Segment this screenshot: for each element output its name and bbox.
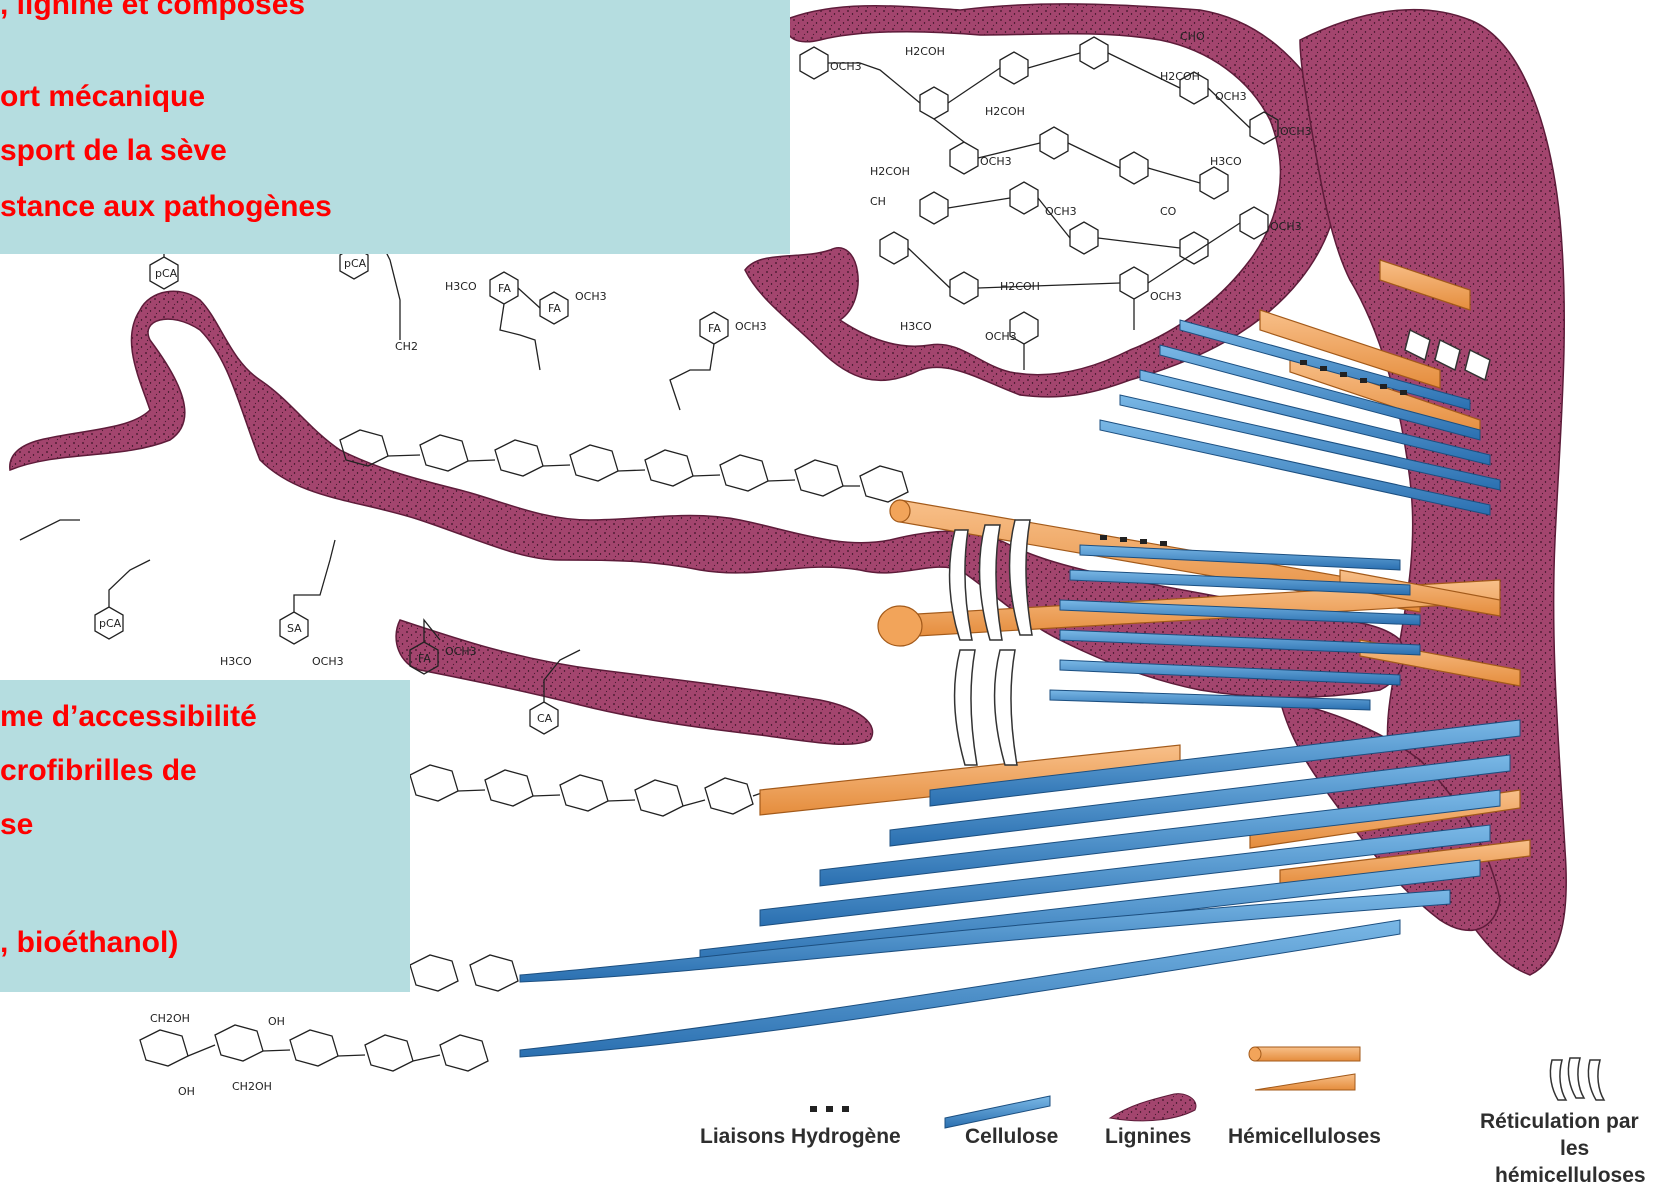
legend-lignin-symbol xyxy=(1110,1094,1196,1121)
label-h2coh-4: H2COH xyxy=(985,105,1025,118)
label-h2coh-5: H2COH xyxy=(1000,280,1040,293)
legend-label-hemicelluloses: Hémicelluloses xyxy=(1228,1125,1381,1149)
label-cho: CHO xyxy=(1180,30,1205,43)
label-ca: CA xyxy=(537,712,553,725)
label-pca-2: pCA xyxy=(344,257,367,270)
label-fa-3: FA xyxy=(708,322,721,335)
label-h2coh-2: H2COH xyxy=(1160,70,1200,83)
legend-label-crosslinking-1: Réticulation par xyxy=(1480,1110,1639,1134)
label-och3-5: OCH3 xyxy=(830,60,862,73)
legend-hydrogen-bond-symbol xyxy=(810,1106,849,1112)
label-pca-3: pCA xyxy=(99,617,122,630)
callout-top-line-2: ort mécanique xyxy=(0,80,205,114)
label-och3-4: OCH3 xyxy=(312,655,344,668)
label-och3-9: OCH3 xyxy=(1045,205,1077,218)
label-och3-7: OCH3 xyxy=(1280,125,1312,138)
legend-crosslink-symbol xyxy=(1550,1058,1604,1100)
label-och3-3: OCH3 xyxy=(445,645,477,658)
callout-bottom-line-3: se xyxy=(0,808,33,842)
legend-hemicellulose-rod-symbol xyxy=(1255,1047,1360,1061)
label-oh-1: OH xyxy=(178,1085,195,1098)
label-oh-2: OH xyxy=(268,1015,285,1028)
callout-bottom-line-5: , bioéthanol) xyxy=(0,926,178,960)
callout-bottom-line-1: me d’accessibilité xyxy=(0,700,257,734)
label-ch: CH xyxy=(870,195,886,208)
callout-top-line-4: stance aux pathogènes xyxy=(0,190,332,224)
callout-top-line-1: , lignine et composés xyxy=(0,0,305,22)
callout-top-line-3: sport de la sève xyxy=(0,134,227,168)
legend-cellulose-symbol xyxy=(945,1096,1050,1128)
legend-label-crosslinking-2: les xyxy=(1560,1137,1589,1161)
lignin-lower-tail xyxy=(396,620,872,744)
legend-label-crosslinking-3: hémicelluloses xyxy=(1495,1164,1646,1188)
label-h2coh-3: H2COH xyxy=(870,165,910,178)
legend-label-lignins: Lignines xyxy=(1105,1125,1191,1149)
label-h3co-2: H3CO xyxy=(220,655,252,668)
legend-hemicellulose-wedge-symbol xyxy=(1255,1074,1355,1090)
label-och3-11: OCH3 xyxy=(1150,290,1182,303)
callout-box-top: , lignine et composés ort mécanique spor… xyxy=(0,0,790,254)
label-och3-8: OCH3 xyxy=(980,155,1012,168)
label-fa-1: FA xyxy=(498,282,511,295)
label-och3-12: OCH3 xyxy=(985,330,1017,343)
legend-label-cellulose: Cellulose xyxy=(965,1125,1058,1149)
label-sa: SA xyxy=(287,622,302,635)
label-och3-6: OCH3 xyxy=(1215,90,1247,103)
callout-bottom-line-2: crofibrilles de xyxy=(0,754,197,788)
label-h3co-4: H3CO xyxy=(900,320,932,333)
legend-label-hydrogen-bonds: Liaisons Hydrogène xyxy=(700,1125,901,1149)
label-ch2oh-2: CH2OH xyxy=(232,1080,272,1093)
label-h2coh-1: H2COH xyxy=(905,45,945,58)
label-h3co-3: H3CO xyxy=(1210,155,1242,168)
label-ch2oh-1: CH2OH xyxy=(150,1012,190,1025)
label-fa-2: FA xyxy=(548,302,561,315)
label-och3-1: OCH3 xyxy=(575,290,607,303)
label-co: CO xyxy=(1160,205,1177,218)
label-h3co-1: H3CO xyxy=(445,280,477,293)
label-ch2: CH2 xyxy=(395,340,418,353)
label-pca-1: pCA xyxy=(155,267,178,280)
label-fa-4: FA xyxy=(418,652,431,665)
label-och3-10: OCH3 xyxy=(1270,220,1302,233)
label-och3-2: OCH3 xyxy=(735,320,767,333)
callout-box-bottom: me d’accessibilité crofibrilles de se , … xyxy=(0,680,410,992)
